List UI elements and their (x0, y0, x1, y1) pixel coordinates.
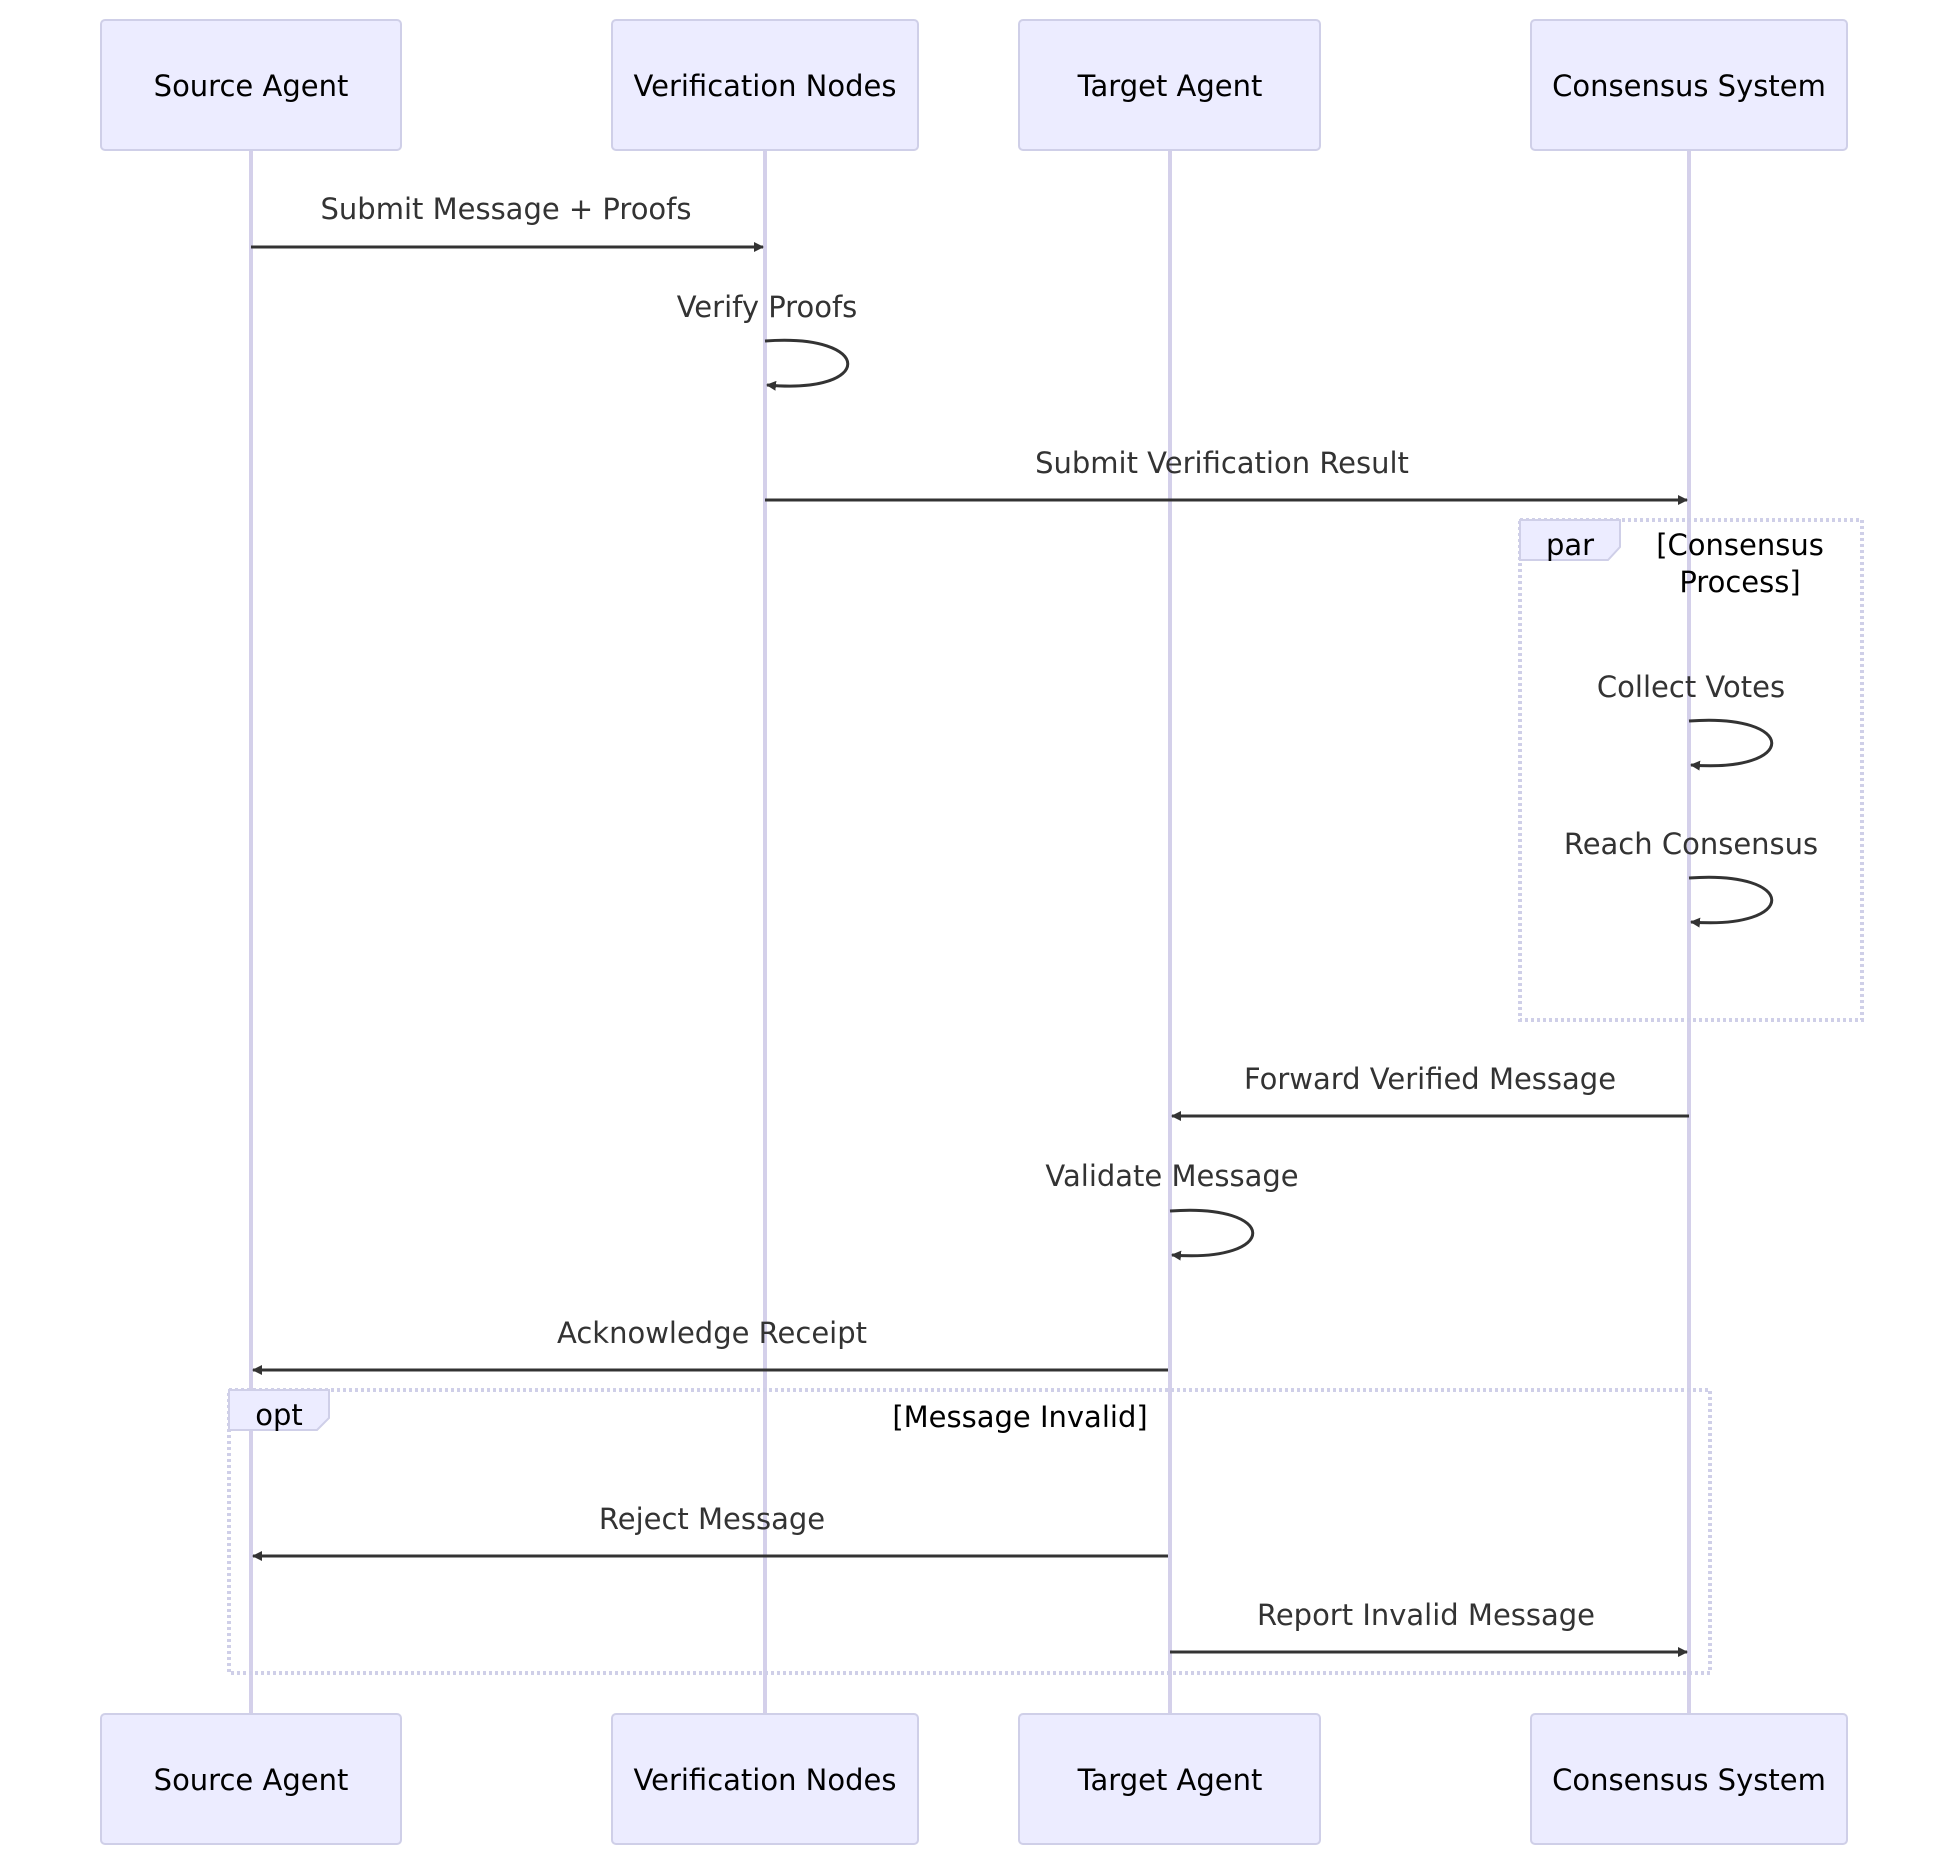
message-1: Submit Message + Proofs (251, 192, 764, 252)
actor-label: Source Agent (154, 69, 349, 103)
message-label: Submit Verification Result (1035, 446, 1409, 480)
actor-label: Verification Nodes (634, 69, 897, 103)
actor-source-agent-bottom: Source Agent (100, 1713, 402, 1845)
actor-label: Consensus System (1552, 69, 1826, 103)
message-10: Report Invalid Message (1170, 1598, 1688, 1657)
message-label: Reject Message (599, 1502, 825, 1536)
actor-source-agent-top: Source Agent (100, 19, 402, 151)
actor-label: Verification Nodes (634, 1763, 897, 1797)
actor-target-agent-bottom: Target Agent (1018, 1713, 1321, 1845)
actor-target-agent-top: Target Agent (1018, 19, 1321, 151)
message-3: Submit Verification Result (765, 446, 1688, 505)
actor-label: Target Agent (1077, 1763, 1263, 1797)
message-5-self: Reach Consensus (1564, 827, 1818, 928)
opt-frame-label: opt (255, 1398, 303, 1432)
par-frame: par [Consensus Process] (1518, 518, 1864, 1022)
message-label: Submit Message + Proofs (321, 192, 692, 226)
par-frame-condition-line2: Process] (1679, 565, 1800, 599)
actor-consensus-system-bottom: Consensus System (1530, 1713, 1848, 1845)
actor-consensus-system-top: Consensus System (1530, 19, 1848, 151)
message-label: Verify Proofs (677, 290, 858, 324)
message-label: Validate Message (1045, 1159, 1298, 1193)
actor-label: Source Agent (154, 1763, 349, 1797)
message-label: Reach Consensus (1564, 827, 1818, 861)
opt-frame: opt [Message Invalid] (227, 1388, 1712, 1675)
par-frame-condition-line1: [Consensus (1656, 528, 1824, 562)
actor-verification-nodes-bottom: Verification Nodes (611, 1713, 919, 1845)
actor-verification-nodes-top: Verification Nodes (611, 19, 919, 151)
par-frame-label: par (1546, 528, 1594, 562)
message-8: Acknowledge Receipt (252, 1316, 1168, 1375)
actor-label: Consensus System (1552, 1763, 1826, 1797)
message-6: Forward Verified Message (1171, 1062, 1689, 1121)
message-9: Reject Message (252, 1502, 1168, 1561)
message-7-self: Validate Message (1045, 1159, 1299, 1261)
message-label: Acknowledge Receipt (557, 1316, 867, 1350)
message-2-self: Verify Proofs (677, 290, 858, 391)
message-label: Collect Votes (1597, 670, 1785, 704)
opt-frame-condition: [Message Invalid] (892, 1400, 1147, 1434)
message-label: Forward Verified Message (1244, 1062, 1616, 1096)
actor-label: Target Agent (1077, 69, 1263, 103)
message-4-self: Collect Votes (1597, 670, 1785, 771)
message-label: Report Invalid Message (1257, 1598, 1595, 1632)
